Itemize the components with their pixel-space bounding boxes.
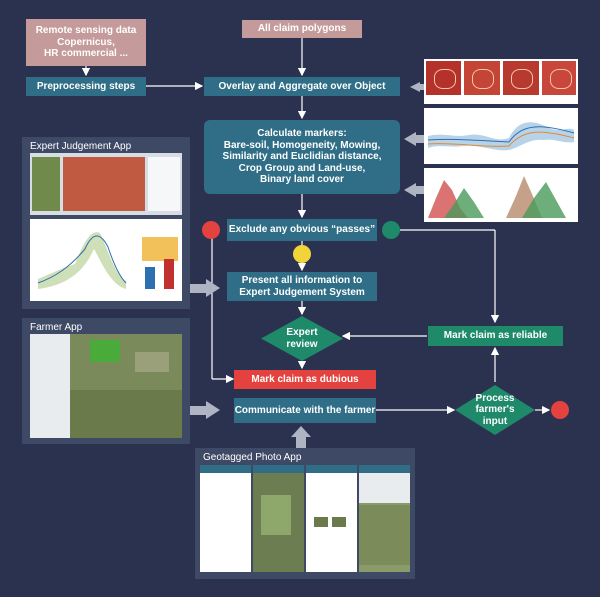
uncertain-dot bbox=[293, 245, 311, 263]
exclude-node: Exclude any obvious “passes” bbox=[227, 219, 377, 241]
satellite-image-strip bbox=[424, 59, 578, 104]
expert-app-screenshot-bottom bbox=[30, 219, 182, 301]
final-dubious-dot bbox=[551, 401, 569, 419]
farmer-app-title: Farmer App bbox=[30, 322, 83, 333]
farmer-app-screenshot bbox=[30, 334, 182, 438]
present-node: Present all information to Expert Judgem… bbox=[227, 272, 377, 301]
mark-dubious-node: Mark claim as dubious bbox=[234, 370, 376, 389]
geotagged-photo-app-title: Geotagged Photo App bbox=[203, 452, 302, 463]
expert-app-screenshot-top bbox=[30, 153, 182, 215]
photo-app-screen-list bbox=[200, 465, 251, 572]
remote-sensing-node: Remote sensing data Copernicus, HR comme… bbox=[26, 19, 146, 66]
pass-dot bbox=[382, 221, 400, 239]
process-input-label: Process farmer's input bbox=[475, 392, 515, 427]
time-series-chart-thumbnail bbox=[424, 108, 578, 164]
preprocessing-node: Preprocessing steps bbox=[26, 77, 146, 96]
photo-app-screen-detail bbox=[306, 465, 357, 572]
claim-polygons-node: All claim polygons bbox=[242, 20, 362, 38]
expert-judgement-app-title: Expert Judgement App bbox=[30, 141, 132, 152]
photo-app-screen-photo bbox=[359, 465, 410, 572]
overlay-node: Overlay and Aggregate over Object bbox=[204, 77, 400, 96]
expert-review-label: Expert review bbox=[286, 327, 318, 350]
histogram-chart-thumbnail bbox=[424, 168, 578, 222]
communicate-node: Communicate with the farmer bbox=[234, 398, 376, 423]
process-input-diamond bbox=[455, 385, 535, 435]
mark-reliable-node: Mark claim as reliable bbox=[428, 326, 563, 346]
markers-node: Calculate markers: Bare-soil, Homogeneit… bbox=[204, 120, 400, 194]
photo-app-screen-map bbox=[253, 465, 304, 572]
fail-dot bbox=[202, 221, 220, 239]
expert-review-diamond bbox=[261, 316, 343, 361]
